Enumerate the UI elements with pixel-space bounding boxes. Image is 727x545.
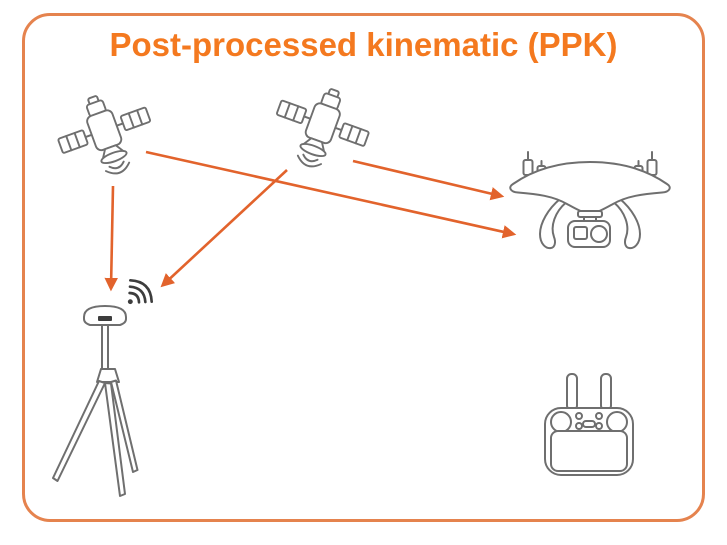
gnss-satellite-icon: [57, 95, 151, 175]
frame-border: [22, 13, 705, 522]
wifi-signal-icon: [127, 278, 154, 305]
arrow-satellite1-to-drone: [145, 150, 517, 239]
diagram-title: Post-processed kinematic (PPK): [109, 26, 618, 63]
drone-remote-controller-icon: [544, 373, 634, 476]
gnss-base-station-tripod-icon: [52, 305, 139, 497]
arrow-satellite2-to-drone: [352, 159, 505, 201]
arrow-satellite2-to-base-station: [160, 169, 288, 288]
arrow-satellite1-to-base-station: [104, 185, 118, 292]
gnss-satellite-icon: [276, 88, 370, 168]
quadcopter-drone-icon: [509, 151, 671, 250]
